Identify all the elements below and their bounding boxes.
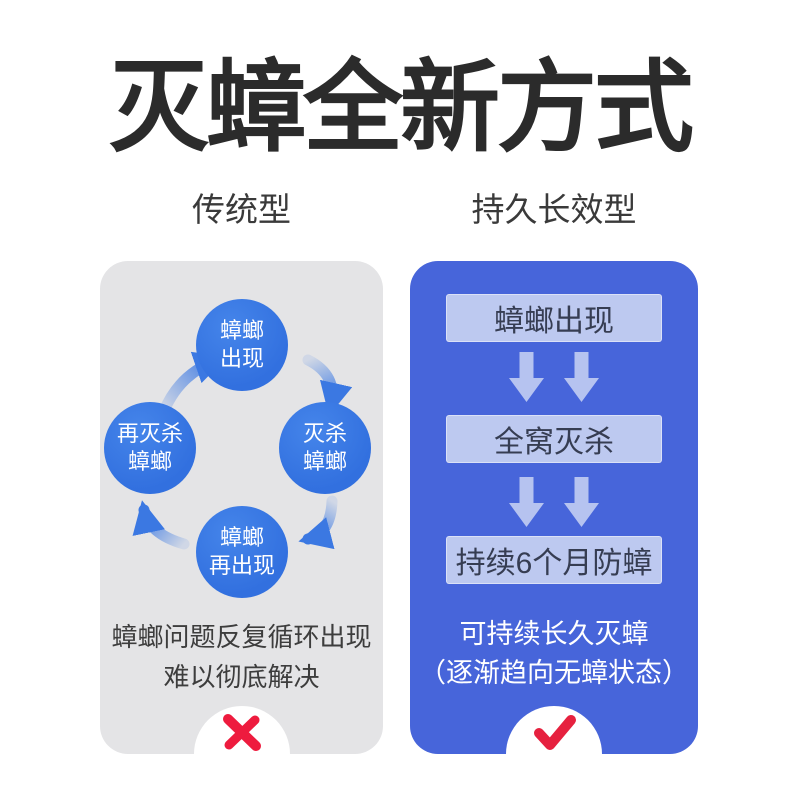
cycle-node-kill: 灭杀 蟑螂: [279, 402, 371, 494]
check-icon: [534, 715, 576, 750]
long-lasting-caption-line1: 可持续长久灭蟑: [459, 619, 649, 649]
long-lasting-caption: 可持续长久灭蟑 （逐渐趋向无蟑状态）: [410, 615, 698, 693]
traditional-caption-line1: 蟑螂问题反复循环出现: [111, 622, 372, 652]
cycle-node-label: 蟑螂: [219, 525, 264, 550]
down-arrow-icon: [564, 477, 599, 527]
cycle-node-label: 再灭杀: [116, 421, 183, 446]
cycle-node-label: 蟑螂: [302, 449, 347, 474]
long-lasting-panel: 蟑螂出现 全窝灭杀 持续6个月防蟑 可持续长久灭蟑 （逐渐趋向无蟑状态）: [410, 261, 698, 754]
arrow-right-to-bottom-icon: [298, 495, 338, 550]
flow-arrows-1: [410, 352, 698, 402]
cycle-node-label: 出现: [219, 346, 264, 371]
traditional-caption-line2: 难以彻底解决: [163, 662, 320, 692]
cycle-node-label: 蟑螂: [127, 449, 172, 474]
arrow-bottom-to-left-icon: [132, 500, 190, 550]
page-title: 灭蟑全新方式: [109, 52, 694, 164]
long-lasting-verdict-badge: [506, 706, 602, 754]
flow-step-appear: 蟑螂出现: [446, 294, 662, 342]
cross-icon: [222, 714, 261, 751]
down-arrow-icon: [564, 352, 599, 402]
flow-step-nest-kill: 全窝灭杀: [446, 415, 662, 463]
left-column-subtitle: 传统型: [192, 191, 291, 228]
flow-arrows-2: [410, 477, 698, 527]
right-column-subtitle: 持久长效型: [471, 191, 637, 228]
flow-step-6-month-protection: 持续6个月防蟑: [446, 536, 662, 584]
traditional-panel: 蟑螂 出现 灭杀 蟑螂 蟑螂 再出现 再灭杀 蟑螂 蟑螂问题反复循环出现 难以彻…: [100, 261, 383, 754]
cycle-node-label: 再出现: [208, 553, 275, 578]
cycle-node-label: 灭杀: [302, 421, 347, 446]
cycle-node-reappear: 蟑螂 再出现: [196, 506, 288, 598]
arrow-top-to-right-icon: [302, 354, 353, 416]
traditional-caption: 蟑螂问题反复循环出现 难以彻底解决: [100, 617, 383, 697]
long-lasting-caption-line2: （逐渐趋向无蟑状态）: [419, 658, 689, 688]
down-arrow-icon: [509, 477, 544, 527]
cycle-node-label: 蟑螂: [219, 318, 264, 343]
cycle-node-appear: 蟑螂 出现: [196, 299, 288, 391]
cycle-node-kill-again: 再灭杀 蟑螂: [104, 402, 196, 494]
down-arrow-icon: [509, 352, 544, 402]
